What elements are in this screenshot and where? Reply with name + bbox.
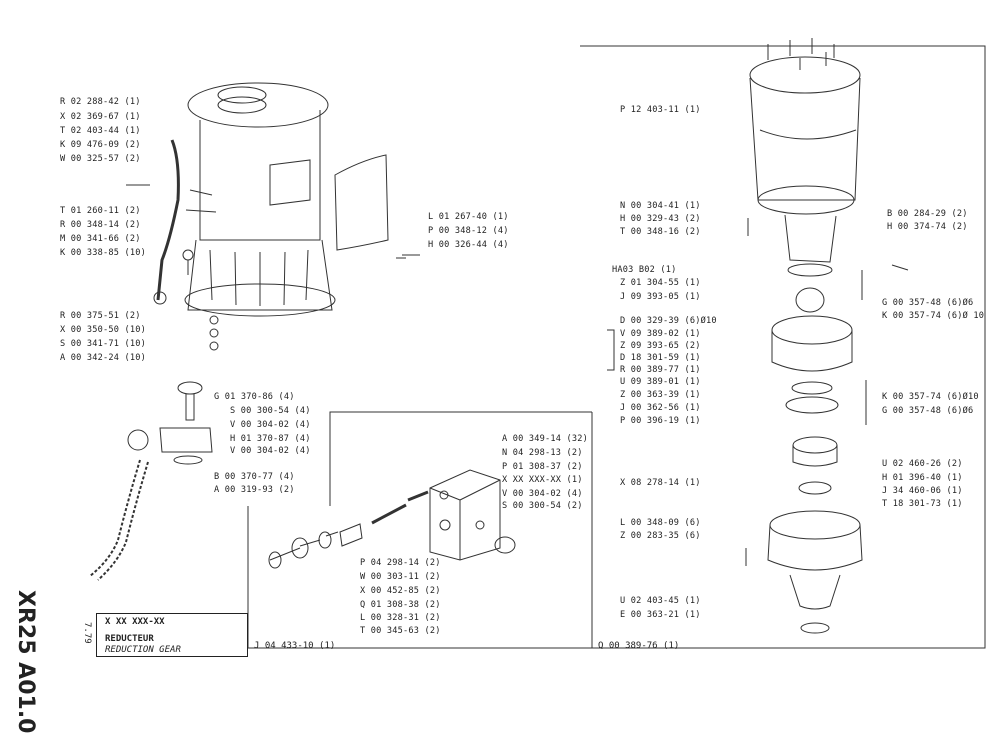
part-label: X 02 369-67 (1) (60, 112, 141, 122)
part-label: A 00 342-24 (10) (60, 353, 146, 363)
part-label: J 09 393-05 (1) (620, 292, 701, 302)
part-label: B 00 284-29 (2) (887, 209, 968, 219)
part-label: Z 09 393-65 (2) (620, 341, 701, 351)
part-label: V 00 304-02 (4) (230, 420, 311, 430)
part-label: P 00 396-19 (1) (620, 416, 701, 426)
part-label: R 00 389-77 (1) (620, 365, 701, 375)
part-label: G 00 357-48 (6)Ø6 (882, 406, 974, 416)
part-label: H 00 326-44 (4) (428, 240, 509, 250)
part-label: R 00 375-51 (2) (60, 311, 141, 321)
part-label: B 00 370-77 (4) (214, 472, 295, 482)
part-label: U 02 460-26 (2) (882, 459, 963, 469)
valve-block-drawing (268, 469, 516, 569)
title-english: REDUCTION GEAR (105, 645, 181, 655)
part-label: P 12 403-11 (1) (620, 105, 701, 115)
part-label: H 00 329-43 (2) (620, 214, 701, 224)
title-french: REDUCTEUR (105, 634, 154, 644)
part-label: V 00 304-02 (4) (230, 446, 311, 456)
valve-drawing (89, 381, 213, 581)
part-label: U 09 389-01 (1) (620, 377, 701, 387)
part-label: T 00 348-16 (2) (620, 227, 701, 237)
part-label: M 00 341-66 (2) (60, 234, 141, 244)
part-label: L 01 267-40 (1) (428, 212, 509, 222)
part-label: S 00 341-71 (10) (60, 339, 146, 349)
part-label: D 18 301-59 (1) (620, 353, 701, 363)
block-frame (247, 411, 592, 649)
part-label: J 34 460-06 (1) (882, 486, 963, 496)
part-label: P 01 308-37 (2) (502, 462, 583, 472)
title-code: X XX XXX-XX (105, 617, 165, 627)
part-label: X 00 452-85 (2) (360, 586, 441, 596)
part-label: H 00 374-74 (2) (887, 222, 968, 232)
part-label: V 09 389-02 (1) (620, 329, 701, 339)
part-label: S 00 300-54 (2) (502, 501, 583, 511)
housing-bell-drawing (126, 82, 420, 351)
part-label: Z 00 283-35 (6) (620, 531, 701, 541)
part-label: N 00 304-41 (1) (620, 201, 701, 211)
gear-frame (580, 45, 986, 649)
part-label: N 04 298-13 (2) (502, 448, 583, 458)
reduction-gear-drawing (607, 38, 909, 634)
title-block: X XX XXX-XX REDUCTEUR REDUCTION GEAR (96, 613, 248, 657)
gear-assembly-ref: Q 00 389-76 (1) (598, 641, 680, 651)
part-label: X 00 350-50 (10) (60, 325, 146, 335)
part-label: V 00 304-02 (4) (502, 489, 583, 499)
part-label: A 00 349-14 (32) (502, 434, 588, 444)
part-label: G 01 370-86 (4) (214, 392, 295, 402)
part-label: W 00 303-11 (2) (360, 572, 441, 582)
part-label: K 00 357-74 (6)Ø 10 (882, 311, 985, 321)
part-label: T 00 345-63 (2) (360, 626, 441, 636)
part-label: J 00 362-56 (1) (620, 403, 701, 413)
block-assembly-ref: J 04 433-10 (1) (254, 641, 336, 651)
part-label: L 00 328-31 (2) (360, 613, 441, 623)
part-label: X 08 278-14 (1) (620, 478, 701, 488)
part-label: L 00 348-09 (6) (620, 518, 701, 528)
part-label: H 01 370-87 (4) (230, 434, 311, 444)
part-label: R 00 348-14 (2) (60, 220, 141, 230)
part-label: S 00 300-54 (4) (230, 406, 311, 416)
exploded-view-drawing (89, 38, 986, 649)
part-label: K 09 476-09 (2) (60, 140, 141, 150)
part-label: P 04 298-14 (2) (360, 558, 441, 568)
part-label: HA03 B02 (1) (612, 265, 677, 275)
part-label: T 18 301-73 (1) (882, 499, 963, 509)
part-label: P 00 348-12 (4) (428, 226, 509, 236)
part-label: W 00 325-57 (2) (60, 154, 141, 164)
part-label: Q 01 308-38 (2) (360, 600, 441, 610)
part-label: G 00 357-48 (6)Ø6 (882, 298, 974, 308)
part-label: R 02 288-42 (1) (60, 97, 141, 107)
part-label: U 02 403-45 (1) (620, 596, 701, 606)
part-label: Z 00 363-39 (1) (620, 390, 701, 400)
part-label: A 00 319-93 (2) (214, 485, 295, 495)
part-label: E 00 363-21 (1) (620, 610, 701, 620)
page-number: 7.79 (82, 622, 92, 644)
part-label: H 01 396-40 (1) (882, 473, 963, 483)
document-number: XR25 A01.0 (13, 590, 38, 733)
part-label: Z 01 304-55 (1) (620, 278, 701, 288)
parts-diagram-sheet: R 02 288-42 (1) X 02 369-67 (1) T 02 403… (13, 38, 986, 733)
part-label: D 00 329-39 (6)Ø10 (620, 316, 717, 326)
part-label: T 01 260-11 (2) (60, 206, 141, 216)
part-label: X XX XXX-XX (1) (502, 475, 583, 485)
part-label: K 00 357-74 (6)Ø10 (882, 392, 979, 402)
part-label: T 02 403-44 (1) (60, 126, 141, 136)
part-label: K 00 338-85 (10) (60, 248, 146, 258)
